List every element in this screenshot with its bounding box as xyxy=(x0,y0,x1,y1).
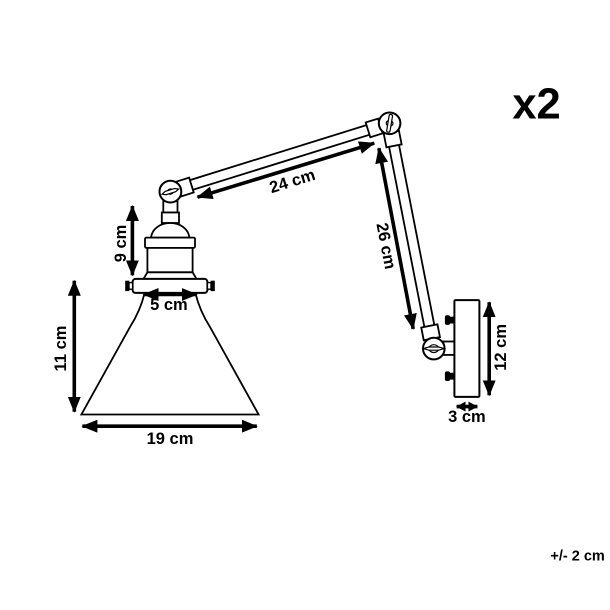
label-wall-plate-depth: 3 cm xyxy=(448,408,486,426)
socket-assembly xyxy=(141,200,199,280)
label-shade-diameter: 19 cm xyxy=(147,430,194,448)
quantity-label: x2 xyxy=(512,81,560,129)
socket-flange xyxy=(144,236,196,249)
socket-collar xyxy=(160,211,180,224)
label-shade-top-width: 5 cm xyxy=(150,296,188,314)
elbow-screw-slot xyxy=(160,187,180,196)
label-shade-height: 11 cm xyxy=(52,326,70,372)
wall-screw-top xyxy=(444,315,455,325)
shade-cone xyxy=(79,292,261,416)
socket-body xyxy=(146,246,194,274)
wall-joint xyxy=(421,336,447,361)
top-screw-slot xyxy=(386,113,394,133)
dimension-annotations xyxy=(67,141,496,433)
wall-mount xyxy=(442,299,481,398)
lamp-drawing xyxy=(79,111,481,416)
top-joint xyxy=(377,111,402,136)
dim-arrow-upper-arm xyxy=(196,141,376,200)
shade-mount-plate xyxy=(131,277,209,294)
elbow-joint xyxy=(158,179,183,204)
label-wall-plate-height: 12 cm xyxy=(492,324,510,371)
label-socket-height: 9 cm xyxy=(112,225,130,263)
shade-screw-left xyxy=(125,280,134,292)
dim-arrow-lower-arm xyxy=(375,147,417,330)
wall-plate xyxy=(453,299,481,398)
socket-dome xyxy=(149,222,191,239)
label-upper-arm-length: 24 cm xyxy=(267,166,317,197)
tolerance-note: +/- 2 cm xyxy=(550,549,604,565)
shade-screw-right xyxy=(206,280,215,292)
wall-screw-slot xyxy=(421,346,447,351)
wall-screw-bottom xyxy=(444,371,455,381)
